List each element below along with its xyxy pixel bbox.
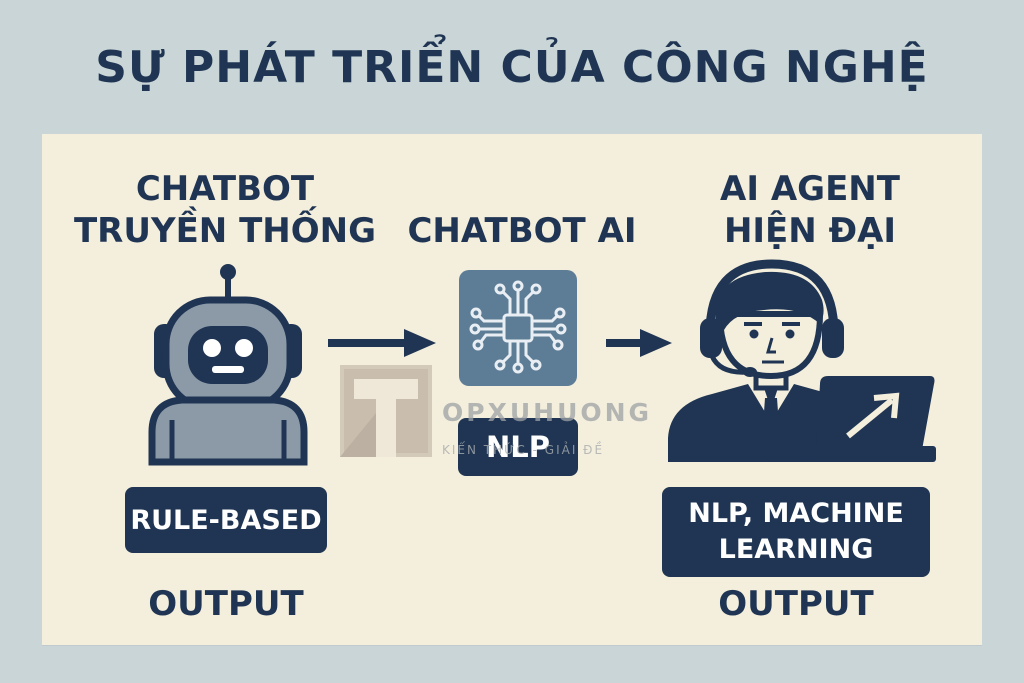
stage-3-tag-line-2: LEARNING [718, 534, 874, 565]
stage-2-title: CHATBOT AI [392, 210, 652, 252]
watermark-brand: OPXUHUONG [442, 398, 653, 427]
stage-1-output: OUTPUT [148, 584, 304, 624]
stage-1-title: CHATBOT TRUYỀN THỐNG [60, 168, 390, 252]
stage-2-tag: NLP [458, 418, 578, 476]
arrow-right-icon [606, 329, 672, 357]
stage-3-tag: NLP, MACHINE LEARNING [662, 487, 930, 577]
stage-2-title-line-1: CHATBOT AI [407, 211, 637, 251]
neural-network-icon [459, 270, 577, 386]
watermark-tagline: KIẾN THỨC - GIẢI ĐỀ [442, 443, 605, 457]
stage-1-title-line-1: CHATBOT [135, 169, 315, 209]
watermark-logo [340, 365, 432, 457]
stage-3-title: AI AGENT HIỆN ĐẠI [660, 168, 960, 252]
page-title: SỰ PHÁT TRIỂN CỦA CÔNG NGHỆ [95, 42, 929, 93]
stage-3-title-line-1: AI AGENT [720, 169, 900, 209]
stage-3-tag-line-1: NLP, MACHINE [688, 498, 904, 529]
stage-1-tag-label: RULE-BASED [130, 504, 322, 536]
stage-3-title-line-2: HIỆN ĐẠI [723, 211, 897, 251]
arrow-right-icon [328, 329, 436, 357]
stage-3-output: OUTPUT [718, 584, 874, 624]
robot-icon [148, 264, 308, 466]
agent-headset-laptop-icon [668, 259, 936, 462]
stage-2-tag-label: NLP [485, 430, 550, 464]
stage-1-tag: RULE-BASED [125, 487, 327, 553]
stage-1-title-line-2: TRUYỀN THỐNG [73, 211, 377, 251]
